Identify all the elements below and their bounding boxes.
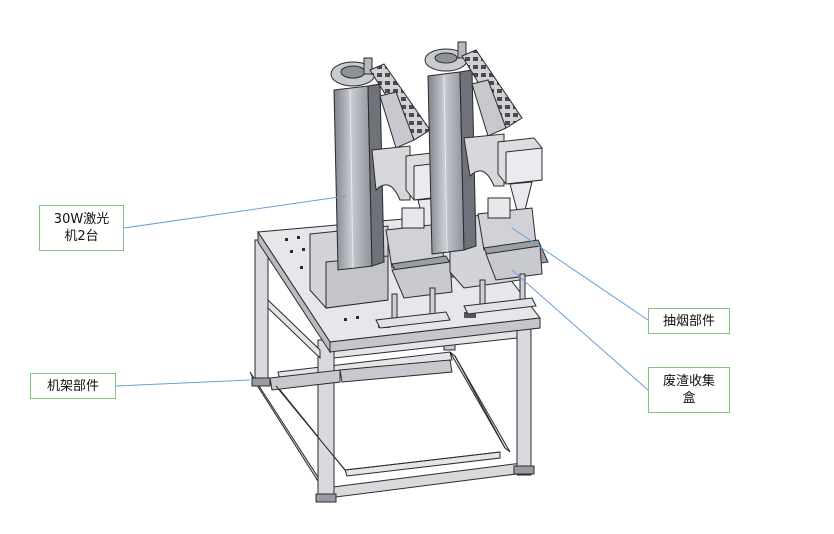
callout-waste: 废渣收集 盒	[648, 367, 730, 413]
leader-line-smoke	[511, 227, 649, 321]
callout-smoke: 抽烟部件	[648, 308, 730, 334]
leader-line-frame	[115, 379, 251, 387]
callout-frame: 机架部件	[30, 373, 116, 399]
leader-line-waste	[511, 269, 649, 391]
leader-line-laser	[123, 195, 347, 229]
machine-frame	[249, 239, 535, 503]
leader-lines	[115, 195, 649, 391]
callout-laser: 30W激光 机2台	[39, 205, 124, 251]
laser-unit-right	[424, 41, 549, 315]
